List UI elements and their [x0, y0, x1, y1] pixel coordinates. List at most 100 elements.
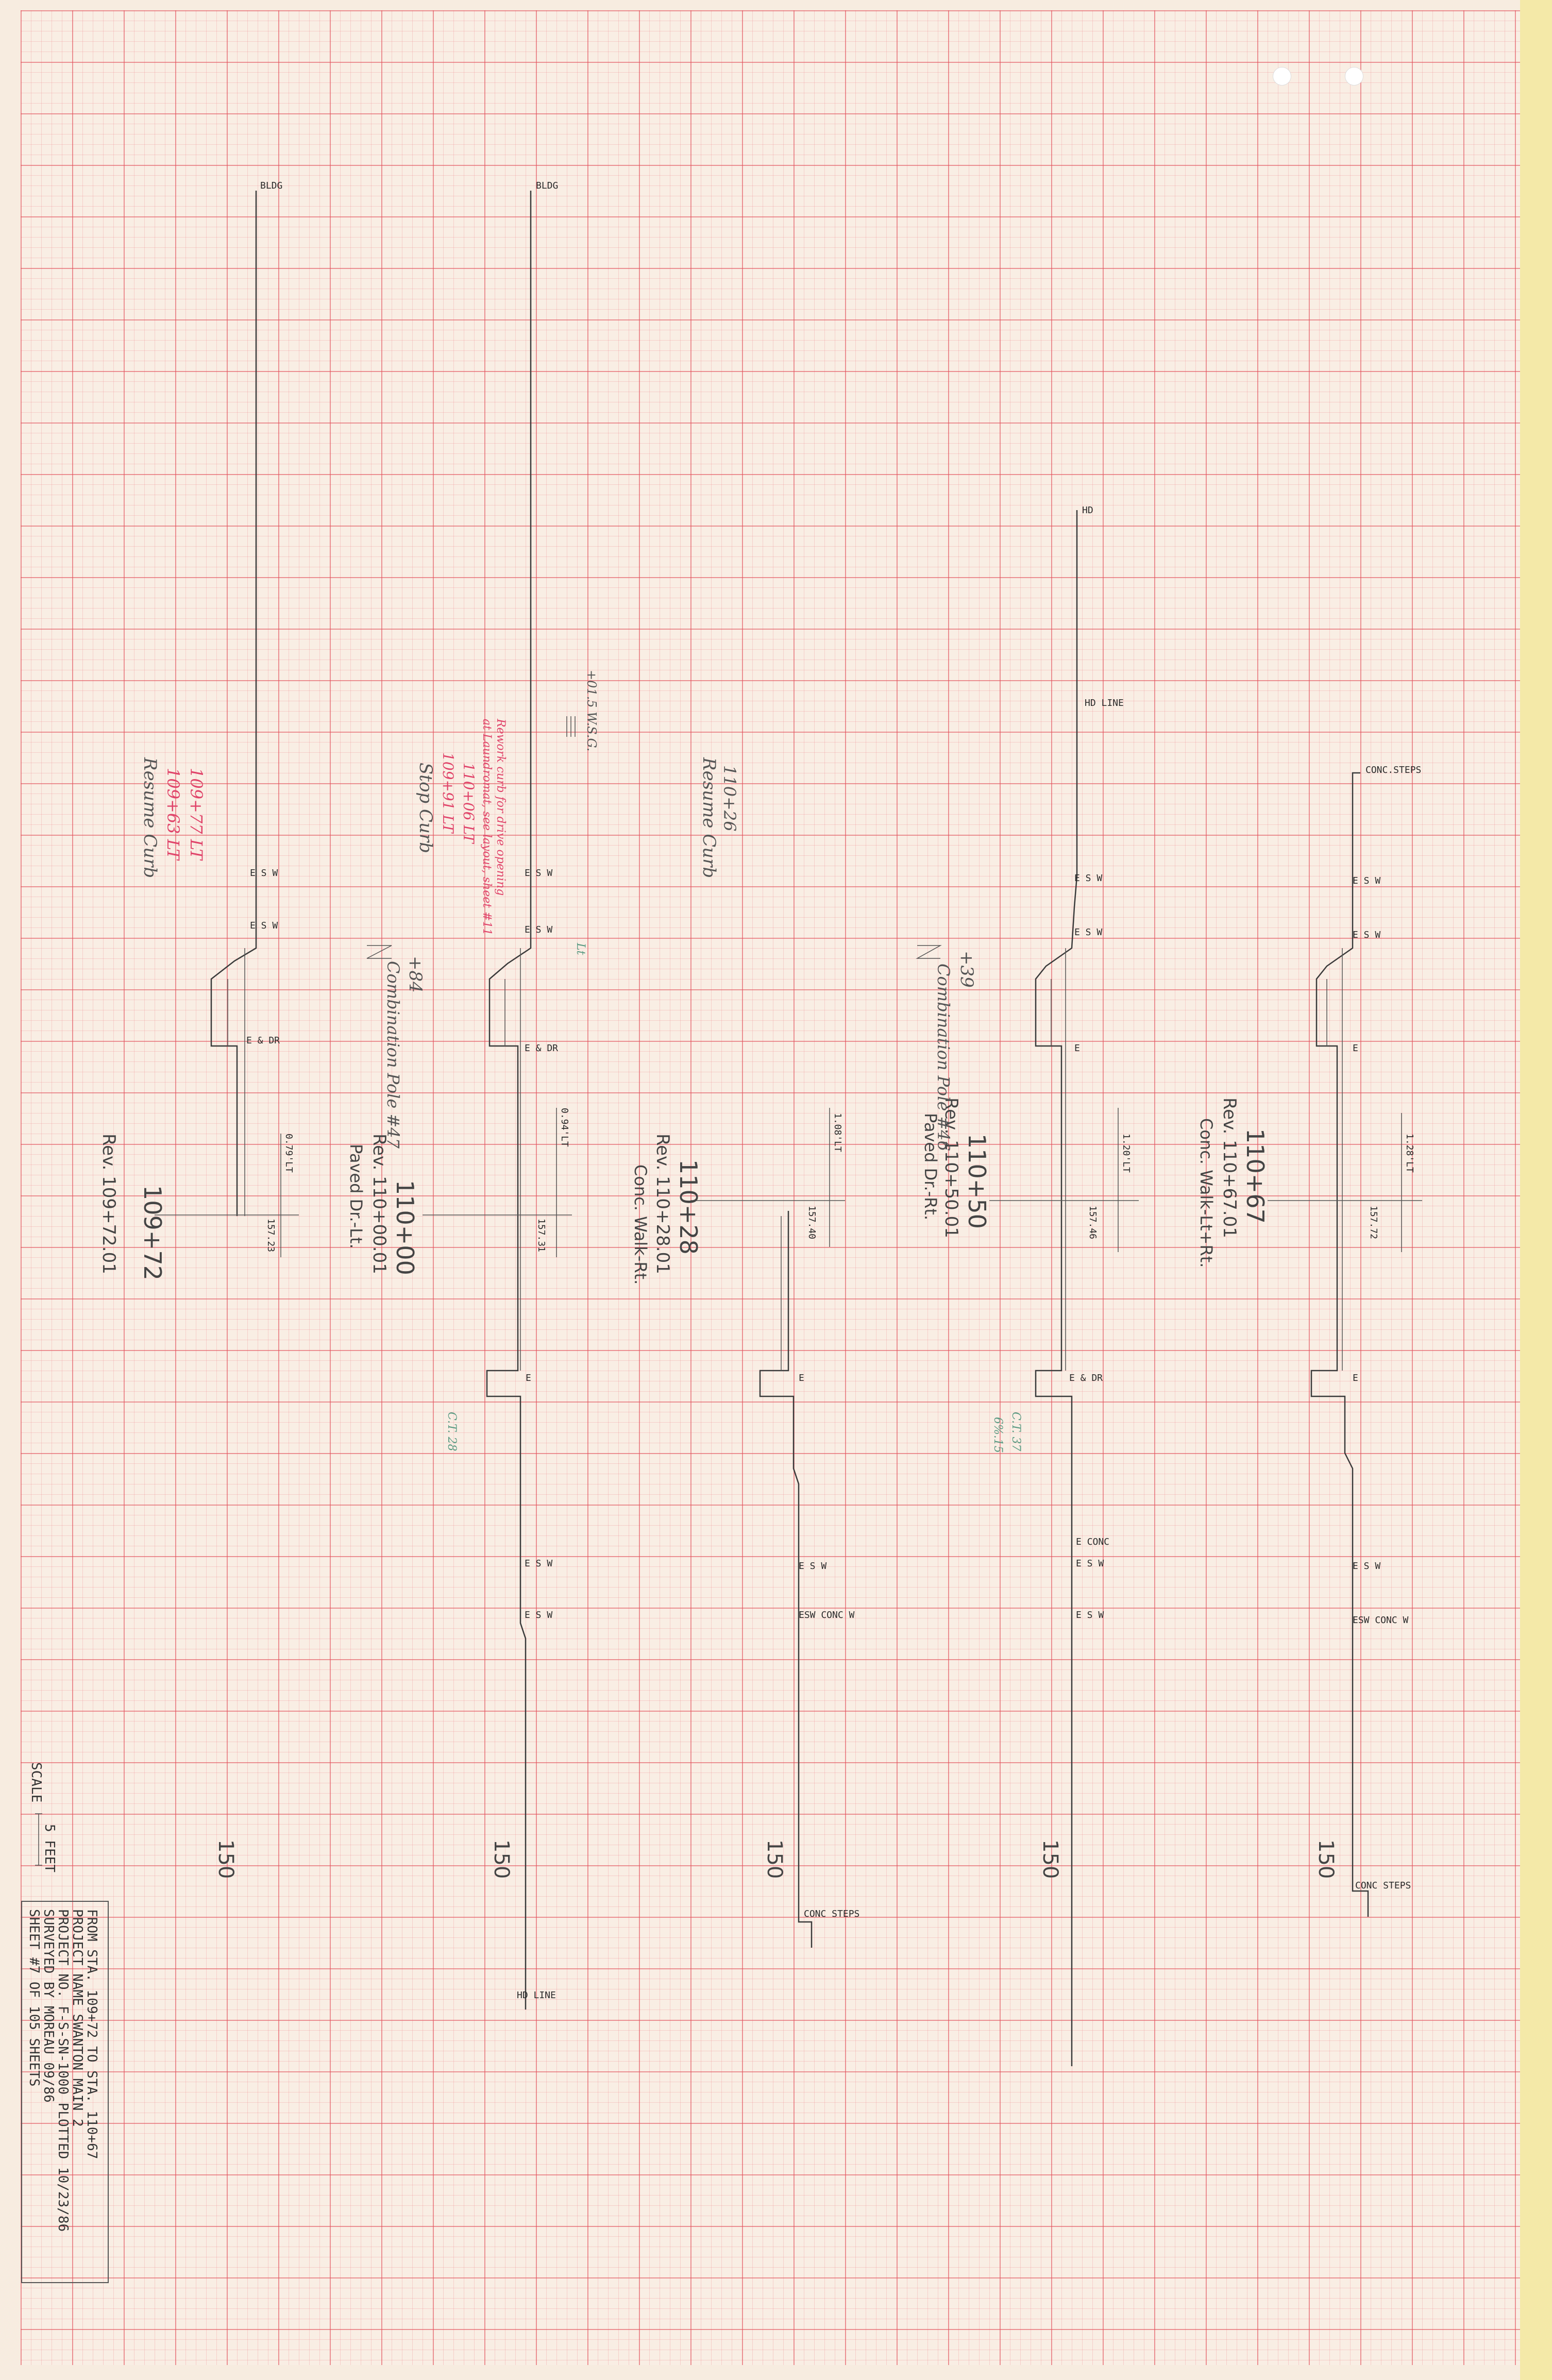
- offset-rt-label: 157.46: [1087, 1206, 1098, 1239]
- punch-hole: [1345, 67, 1363, 86]
- description-label: Paved Dr.-Lt.: [346, 1144, 366, 1249]
- note-handwritten: Resume Curb: [140, 757, 160, 878]
- section-profile-line: [1310, 772, 1369, 1917]
- section-110-50: HD HD LINE E S W E S W E E & DR E CONC E…: [921, 505, 1139, 2066]
- title-line-surveyed: SURVEYED BY MOREAU 09/86: [41, 1909, 56, 2103]
- note-green: C.T. 37: [1009, 1412, 1022, 1451]
- top-label: CONC.STEPS: [1365, 765, 1421, 775]
- rev-station-label: Rev. 110+28.01: [652, 1134, 673, 1274]
- point-label: E S W: [525, 1610, 552, 1621]
- offset-rt-label: 157.40: [806, 1206, 817, 1239]
- point-label: CONC STEPS: [1355, 1880, 1411, 1891]
- elevation-label: 150: [1314, 1839, 1338, 1879]
- note-red: Rework curb for drive opening: [494, 718, 507, 896]
- offset-lt-label: 0.94'LT: [559, 1108, 570, 1147]
- point-label: E S W: [525, 868, 552, 879]
- point-label: E: [799, 1373, 804, 1383]
- point-label: E S W: [1076, 1610, 1104, 1621]
- point-label: E S W: [250, 920, 278, 931]
- point-label: E: [1074, 1043, 1080, 1054]
- point-label: E & DR: [525, 1043, 558, 1054]
- description-label: Conc. Walk-Lt+Rt.: [1196, 1118, 1216, 1268]
- title-line-from-to: FROM STA. 109+72 TO STA. 110+67: [84, 1909, 99, 2159]
- note-green: C.T. 28: [445, 1412, 458, 1451]
- note-handwritten: Resume Curb: [699, 757, 719, 878]
- note-red: at Laundromat, see layout, sheet #11: [480, 719, 493, 936]
- point-label: E: [526, 1373, 531, 1383]
- note-green: 6%.15: [991, 1417, 1004, 1453]
- note-red: 109+63 LT: [163, 768, 183, 861]
- punch-hole: [1273, 67, 1291, 86]
- section-profile-line: [759, 1211, 813, 1948]
- offset-rt-label: 157.72: [1368, 1206, 1379, 1239]
- point-label: ESW CONC W: [1353, 1615, 1409, 1626]
- top-label: BLDG: [260, 180, 282, 191]
- point-label: HD LINE: [1085, 698, 1124, 708]
- title-line-project-name: PROJECT NAME SWANTON MAIN 2: [70, 1909, 85, 2127]
- section-profile-secondary: [1051, 948, 1066, 1371]
- description-label: Paved Dr.-Rt.: [921, 1113, 940, 1220]
- elevation-label: 150: [1038, 1839, 1062, 1879]
- station-label: 110+67: [1241, 1128, 1269, 1224]
- point-label: ESW CONC W: [799, 1610, 855, 1621]
- note-handwritten: Combination Pole #47: [383, 961, 403, 1149]
- title-block: FROM STA. 109+72 TO STA. 110+67 PROJECT …: [21, 1901, 109, 2283]
- note-handwritten: +84: [405, 956, 426, 993]
- note-green: Lt: [574, 942, 587, 955]
- note-red: 110+06 LT: [460, 763, 477, 845]
- pole-symbol: [366, 945, 392, 959]
- point-label: E: [1353, 1373, 1358, 1383]
- scale-value: 5 FEET: [42, 1824, 57, 1872]
- title-line-project-no: PROJECT NO. F-S-SN-1000 PLOTTED 10/23/86: [55, 1909, 71, 2232]
- rev-station-label: Rev. 110+00.01: [369, 1134, 390, 1274]
- note-marks: [566, 716, 576, 737]
- point-label: E S W: [1076, 1558, 1104, 1569]
- point-label: CONC STEPS: [804, 1909, 859, 1919]
- offset-lt-label: 1.08'LT: [832, 1113, 843, 1152]
- elevation-labels: 150 150 150 150 150: [214, 1839, 1338, 1879]
- point-label: E CONC: [1076, 1537, 1109, 1547]
- point-label: E S W: [1074, 927, 1102, 938]
- top-label: HD: [1082, 505, 1093, 516]
- section-profile-line: [210, 191, 257, 1216]
- offset-lt-label: 1.20'LT: [1121, 1134, 1132, 1173]
- point-label: E S W: [799, 1561, 826, 1572]
- offset-rt-label: 157.31: [536, 1219, 547, 1252]
- pole-symbol: [916, 945, 942, 959]
- point-label: E & DR: [246, 1035, 280, 1046]
- point-label: E S W: [525, 924, 552, 935]
- elevation-label: 150: [763, 1839, 786, 1879]
- description-label: Conc. Walk-Rt.: [631, 1164, 650, 1285]
- rev-station-label: Rev. 110+50.01: [941, 1098, 961, 1238]
- point-label: E S W: [1353, 930, 1380, 940]
- station-label: 110+28: [674, 1159, 702, 1255]
- offset-lt-label: 1.28'LT: [1404, 1134, 1415, 1173]
- station-label: 110+50: [963, 1134, 991, 1229]
- section-profile-secondary: [504, 948, 521, 1371]
- rev-station-label: Rev. 110+67.01: [1219, 1098, 1240, 1238]
- point-label: E & DR: [1069, 1373, 1103, 1383]
- note-handwritten: +01.5 W.S.G.: [584, 670, 599, 751]
- section-109-72: BLDG E S W E S W E & DR 0.79'LT 157.23 1…: [98, 180, 299, 1280]
- note-handwritten: 110+26: [720, 765, 739, 832]
- section-110-00: BLDG E S W E S W E & DR E E S W E S W HD…: [346, 180, 572, 2010]
- scale-label: SCALE: [28, 1762, 44, 1802]
- title-line-sheet: SHEET #7 OF 105 SHEETS: [26, 1909, 42, 2086]
- station-label: 110+00: [391, 1180, 419, 1275]
- section-profile-secondary: [1326, 948, 1343, 1371]
- title-block-border: [21, 1901, 109, 2283]
- station-label: 109+72: [139, 1185, 166, 1280]
- point-label: E: [1353, 1043, 1358, 1054]
- paper-edge-strip: [1520, 0, 1552, 2380]
- note-handwritten: Combination Pole #46: [934, 964, 953, 1151]
- section-profile-line: [1035, 510, 1078, 2066]
- point-label: E S W: [525, 1558, 552, 1569]
- handwritten-notes: 109+77 LT 109+63 LT Resume Curb Rework c…: [140, 670, 1022, 1453]
- note-handwritten: +39: [956, 951, 977, 988]
- offset-rt-label: 157.23: [265, 1219, 276, 1252]
- note-handwritten: Stop Curb: [415, 763, 436, 853]
- top-label: BLDG: [536, 180, 558, 191]
- grid-paper: [21, 10, 1520, 2365]
